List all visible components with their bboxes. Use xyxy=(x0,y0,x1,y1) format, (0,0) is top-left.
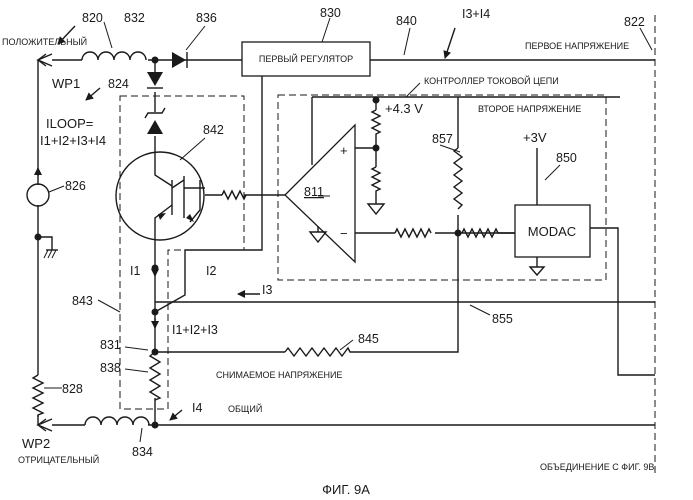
diode-series xyxy=(147,72,163,88)
ref-831: 831 xyxy=(100,338,121,352)
resistor-857 xyxy=(454,148,462,209)
ref-824: 824 xyxy=(108,77,129,91)
label-i123: I1+I2+I3 xyxy=(172,323,218,337)
ref-826: 826 xyxy=(65,179,86,193)
label-opamp-minus: − xyxy=(340,226,348,241)
label-i3: I3 xyxy=(262,283,272,297)
ref-828: 828 xyxy=(62,382,83,396)
ref-838: 838 xyxy=(100,361,121,375)
label-i1: I1 xyxy=(130,264,140,278)
ref-857: 857 xyxy=(432,132,453,146)
ref-845: 845 xyxy=(358,332,379,346)
label-positive: ПОЛОЖИТЕЛЬНЫЙ xyxy=(2,36,87,47)
label-i3-i4: I3+I4 xyxy=(462,7,490,21)
ref-811: 811 xyxy=(304,185,324,199)
inductor-834 xyxy=(85,417,149,425)
resistor-838 xyxy=(150,352,160,400)
arrow-824 xyxy=(86,88,100,100)
figure-caption: ФИГ. 9А xyxy=(322,482,370,497)
label-join: ОБЪЕДИНЕНИЕ С ФИГ. 9В xyxy=(540,462,654,472)
label-negative: ОТРИЦАТЕЛЬНЫЙ xyxy=(18,454,99,465)
ref-850: 850 xyxy=(556,151,577,165)
resistor-vref2 xyxy=(372,167,380,195)
ref-830: 830 xyxy=(320,6,341,20)
ref-832: 832 xyxy=(124,11,145,25)
ref-855: 855 xyxy=(492,312,513,326)
label-first-voltage: ПЕРВОЕ НАПРЯЖЕНИЕ xyxy=(525,41,629,51)
resistor-845 xyxy=(285,348,355,356)
ref-842: 842 xyxy=(203,123,224,137)
resistor-chain-1 xyxy=(395,229,431,237)
boundary-843 xyxy=(120,96,244,409)
label-i2: I2 xyxy=(206,264,216,278)
transistor-842 xyxy=(116,152,205,240)
label-controller: КОНТРОЛЛЕР ТОКОВОЙ ЦЕПИ xyxy=(424,75,559,86)
label-iloop-1: ILOOP= xyxy=(46,116,93,131)
resistor-828 xyxy=(33,375,43,417)
label-sense-voltage: СНИМАЕМОЕ НАПРЯЖЕНИЕ xyxy=(216,370,342,380)
label-first-regulator: ПЕРВЫЙ РЕГУЛЯТОР xyxy=(259,53,353,64)
terminal-wp2 xyxy=(38,419,52,431)
diode-836 xyxy=(172,52,187,68)
label-modac: MODAC xyxy=(528,224,576,239)
label-iloop-2: I1+I2+I3+I4 xyxy=(40,133,106,148)
terminal-wp1 xyxy=(38,54,52,68)
label-second-voltage: ВТОРОЕ НАПРЯЖЕНИЕ xyxy=(478,104,581,114)
label-v43: +4.3 V xyxy=(385,101,423,116)
resistor-base xyxy=(222,191,246,199)
arrow-i4 xyxy=(170,410,182,420)
label-common: ОБЩИЙ xyxy=(228,403,262,414)
ref-820: 820 xyxy=(82,11,103,25)
label-wp1: WP1 xyxy=(52,76,80,91)
ref-843: 843 xyxy=(72,294,93,308)
label-wp2: WP2 xyxy=(22,436,50,451)
inductor-832 xyxy=(82,52,146,60)
ref-822: 822 xyxy=(624,15,645,29)
ground-symbols xyxy=(44,204,544,275)
ref-840: 840 xyxy=(396,14,417,28)
resistor-vref xyxy=(372,110,380,138)
label-i4: I4 xyxy=(192,401,202,415)
ref-834: 834 xyxy=(132,445,153,459)
current-source-826 xyxy=(27,184,49,206)
label-opamp-plus: + xyxy=(340,143,348,158)
ref-836: 836 xyxy=(196,11,217,25)
arrow-i3i4 xyxy=(445,28,455,58)
label-v3: +3V xyxy=(523,130,547,145)
